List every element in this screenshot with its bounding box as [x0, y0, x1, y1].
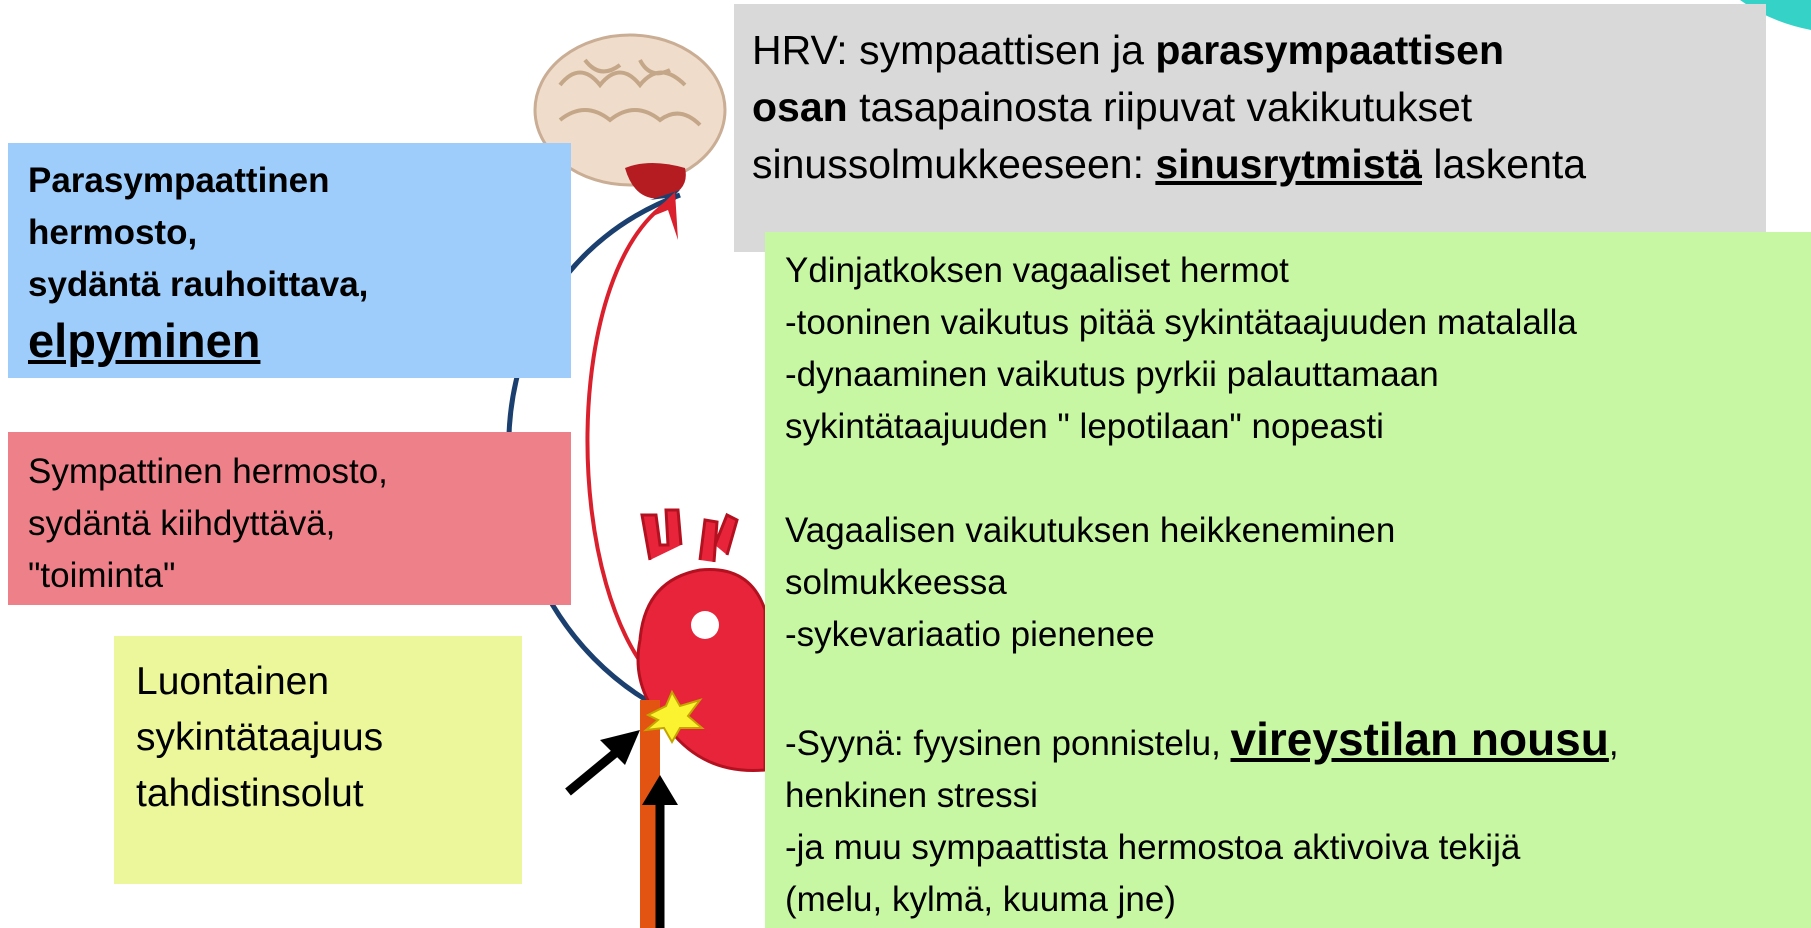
vagal-effects-box: Ydinjatkoksen vagaaliset hermot -toonine… — [765, 232, 1811, 928]
sympathetic-label: "toiminta" — [28, 550, 551, 602]
hrv-text: sinussolmukkeeseen: — [752, 141, 1155, 187]
vagal-text: Vagaalisen vaikutuksen heikkeneminen — [785, 505, 1791, 557]
vagal-text: -sykevariaatio pienenee — [785, 609, 1791, 661]
sympathetic-label: Sympattinen hermosto, — [28, 446, 551, 498]
intrinsic-label: sykintätaajuus — [136, 710, 500, 766]
intrinsic-rate-box: Luontainen sykintätaajuus tahdistinsolut — [114, 636, 522, 884]
intrinsic-label: Luontainen — [136, 654, 500, 710]
hrv-text: HRV: sympaattisen ja — [752, 27, 1155, 73]
parasympathetic-label: hermosto, — [28, 207, 551, 259]
hrv-info-box: HRV: sympaattisen ja parasympaattisen os… — [734, 4, 1766, 252]
sympathetic-box: Sympattinen hermosto, sydäntä kiihdyttäv… — [8, 432, 571, 605]
vagal-text: -ja muu sympaattista hermostoa aktivoiva… — [785, 822, 1791, 874]
vagal-text: solmukkeessa — [785, 557, 1791, 609]
vagal-text: , — [1609, 724, 1619, 763]
vagal-text: -tooninen vaikutus pitää sykintätaajuude… — [785, 297, 1791, 349]
hrv-text: tasapainosta riipuvat vakikutukset — [848, 84, 1472, 130]
vagal-text: sykintätaajuuden " lepotilaan" nopeasti — [785, 401, 1791, 453]
parasympathetic-label: sydäntä rauhoittava, — [28, 259, 551, 311]
sympathetic-label: sydäntä kiihdyttävä, — [28, 498, 551, 550]
hrv-bold-term: osan — [752, 84, 848, 130]
parasympathetic-label: Parasympaattinen — [28, 155, 551, 207]
arrow-icon — [568, 730, 678, 928]
intrinsic-label: tahdistinsolut — [136, 766, 500, 822]
hrv-bold-term: sinusrytmistä — [1155, 141, 1422, 187]
vagal-keyword: vireystilan nousu — [1231, 713, 1609, 765]
parasympathetic-box: Parasympaattinen hermosto, sydäntä rauho… — [8, 143, 571, 378]
parasympathetic-keyword: elpyminen — [28, 311, 551, 371]
vagal-text: henkinen stressi — [785, 770, 1791, 822]
vagal-text: (melu, kylmä, kuuma jne) — [785, 874, 1791, 926]
vagal-text: -Syynä: fyysinen ponnistelu, — [785, 724, 1231, 763]
vagal-text: -dynaaminen vaikutus pyrkii palauttamaan — [785, 349, 1791, 401]
hrv-text: laskenta — [1422, 141, 1586, 187]
hrv-bold-term: parasympaattisen — [1155, 27, 1504, 73]
vagal-text: Ydinjatkoksen vagaaliset hermot — [785, 245, 1791, 297]
